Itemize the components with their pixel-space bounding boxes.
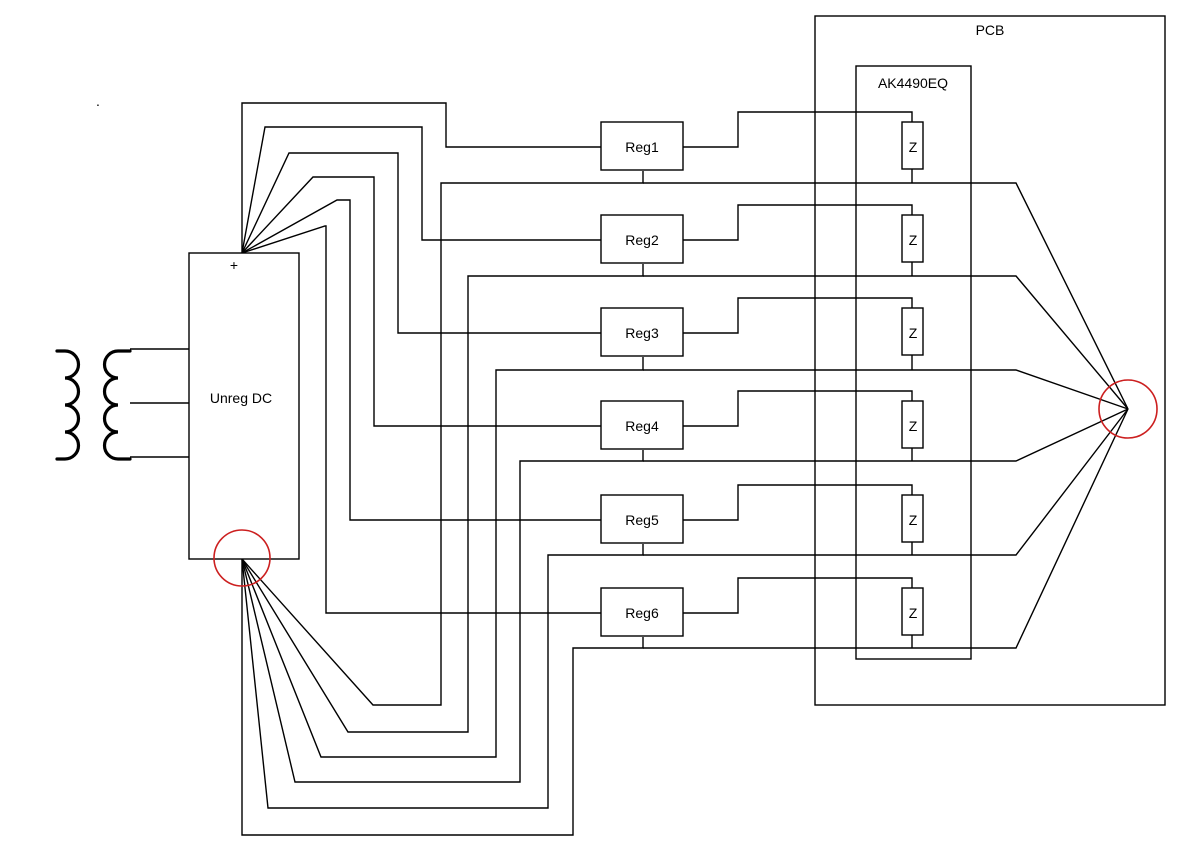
positive-feed-wire-2 (241, 126, 601, 254)
regulator-2-label: Reg2 (625, 232, 659, 248)
pcb-outline (814, 15, 1166, 706)
positive-feed-wire-3 (241, 152, 601, 334)
transformer-icon (55, 349, 132, 461)
pcb-ground-wire-2 (643, 275, 1129, 410)
regulator-4 (600, 400, 684, 450)
regulator-output-wire-6 (683, 577, 913, 614)
regulator-return-wire-6 (241, 559, 644, 836)
regulator-output-wire-2 (683, 204, 913, 241)
impedance-3 (901, 307, 924, 356)
regulator-return-wire-2 (241, 264, 644, 733)
transformer-wires (130, 348, 189, 458)
regulator-6 (600, 587, 684, 637)
regulator-return-wire-5 (241, 544, 644, 809)
impedance-1-label: Z (909, 139, 918, 155)
chip-outline (855, 65, 972, 660)
regulator-1-label: Reg1 (625, 139, 659, 155)
positive-feed-wire-1 (241, 102, 601, 253)
regulator-6-label: Reg6 (625, 605, 659, 621)
plus-terminal-label: + (230, 257, 238, 273)
impedance-6-label: Z (909, 605, 918, 621)
regulator-output-wire-1 (683, 111, 913, 148)
pcb-ground-wire-3 (643, 369, 1129, 410)
impedance-4-label: Z (909, 418, 918, 434)
impedance-2-label: Z (909, 232, 918, 248)
impedance-6 (901, 587, 924, 636)
pcb-ground-wire-5 (643, 408, 1129, 556)
impedance-5-label: Z (909, 512, 918, 528)
regulator-output-wire-5 (683, 484, 913, 521)
unreg-dc-label: Unreg DC (210, 390, 272, 406)
positive-feed-wire-5 (241, 199, 601, 521)
impedance-4 (901, 400, 924, 449)
impedance-5 (901, 494, 924, 543)
regulator-2 (600, 214, 684, 264)
regulator-3-label: Reg3 (625, 325, 659, 341)
stray-mark: . (96, 93, 100, 109)
impedance-3-label: Z (909, 325, 918, 341)
impedance-2 (901, 214, 924, 263)
regulator-5-label: Reg5 (625, 512, 659, 528)
impedance-1 (901, 121, 924, 170)
regulator-3 (600, 307, 684, 357)
regulator-1 (600, 121, 684, 171)
chip-label: AK4490EQ (878, 75, 948, 91)
regulator-output-wire-3 (683, 297, 913, 334)
regulator-return-wire-1 (241, 171, 644, 706)
positive-feed-wire-6 (241, 225, 601, 614)
pcb-ground-wire-1 (643, 182, 1129, 410)
regulator-output-wire-4 (683, 390, 913, 427)
pcb-ground-wire-4 (643, 408, 1129, 462)
pcb-label: PCB (976, 22, 1005, 38)
regulator-return-wire-3 (241, 357, 644, 758)
regulator-5 (600, 494, 684, 544)
regulator-4-label: Reg4 (625, 418, 659, 434)
pcb-star-ground-marker (1098, 379, 1158, 439)
supply-star-ground-marker (213, 529, 271, 587)
unreg-dc-box (188, 252, 300, 560)
wires (241, 102, 1129, 836)
regulator-return-wire-4 (241, 450, 644, 783)
positive-feed-wire-4 (241, 176, 601, 427)
pcb-ground-wire-6 (643, 408, 1129, 649)
